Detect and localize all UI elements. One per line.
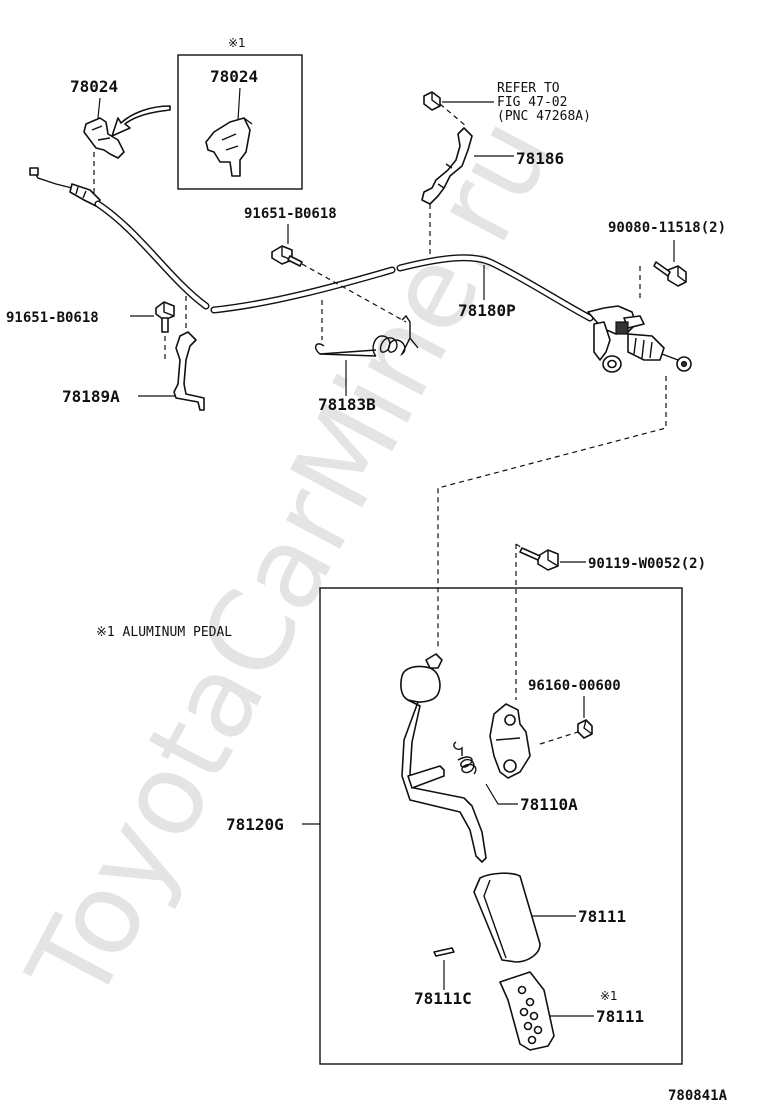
inset-frame: [177, 54, 303, 190]
accelerator-cable-78180P[interactable]: [29, 167, 692, 373]
bolt-90119[interactable]: [519, 547, 559, 571]
pedal-spring[interactable]: [453, 741, 477, 775]
label-78024: 78024: [70, 77, 118, 96]
bracket-78024-inset[interactable]: [205, 117, 253, 177]
refer-line1: REFER TO: [497, 81, 560, 96]
arrow-inset-to-bracket: [111, 105, 171, 137]
nut-small[interactable]: [423, 91, 441, 111]
label-78186: 78186: [516, 149, 564, 168]
inset-label: 78024: [210, 67, 258, 86]
bolt-90080[interactable]: [653, 261, 687, 287]
note-aluminum-pedal: ※1 ALUMINUM PEDAL: [96, 625, 232, 640]
label-78111C: 78111C: [414, 989, 472, 1008]
aluminum-pedal-pad-78111[interactable]: [499, 971, 555, 1051]
label-78189A: 78189A: [62, 387, 120, 406]
label-91651-top: 91651-B0618: [244, 206, 337, 222]
label-91651-left: 91651-B0618: [6, 310, 99, 326]
label-90119: 90119-W0052(2): [588, 556, 706, 572]
return-spring-78183B[interactable]: [314, 314, 419, 357]
label-78111-alt: 78111: [596, 1007, 644, 1026]
refer-line3: (PNC 47268A): [497, 109, 591, 124]
label-90080: 90080-11518(2): [608, 220, 726, 236]
label-78120G: 78120G: [226, 815, 284, 834]
pedal-arm-78120G[interactable]: [400, 653, 487, 863]
label-78111-alt-mark: ※1: [600, 989, 618, 1003]
pedal-pad-78111[interactable]: [473, 872, 541, 963]
nut-96160[interactable]: [577, 719, 593, 739]
pin-78111C[interactable]: [433, 947, 455, 957]
label-78111: 78111: [578, 907, 626, 926]
pedal-bracket-78110A[interactable]: [489, 703, 531, 779]
pedal-assembly-frame: [319, 587, 683, 1065]
label-78110A: 78110A: [520, 795, 578, 814]
bracket-78186[interactable]: [421, 127, 473, 205]
cable-routing-line: [437, 376, 667, 650]
bracket-78024[interactable]: [83, 117, 125, 159]
figure-id: 780841A: [668, 1088, 728, 1104]
label-96160: 96160-00600: [528, 678, 621, 694]
label-78180P: 78180P: [458, 301, 516, 320]
inset-mark: ※1: [228, 36, 246, 50]
cable-clamp-78189A[interactable]: [173, 331, 205, 411]
label-78183B: 78183B: [318, 395, 376, 414]
refer-line2: FIG 47-02: [497, 95, 567, 110]
bolt-91651-left[interactable]: [155, 301, 175, 333]
bolt-91651-top[interactable]: [271, 245, 303, 267]
